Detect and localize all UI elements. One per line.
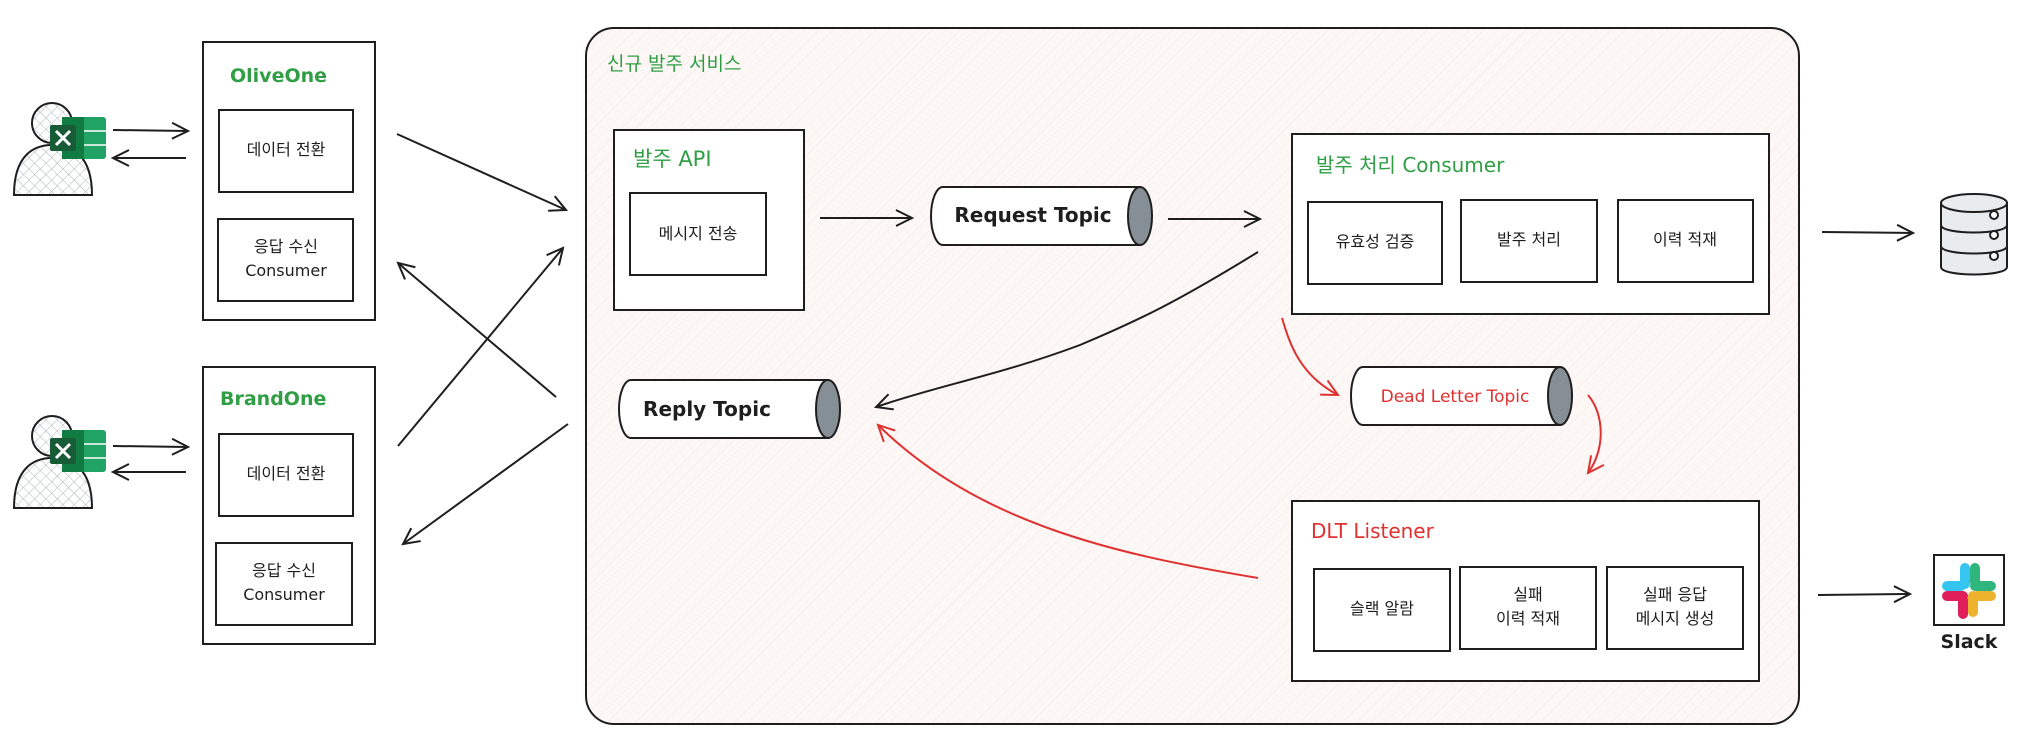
failure-history-step-box: 실패 이력 적재: [1459, 566, 1597, 650]
dlt-topic-to-listener-arrow: [1588, 394, 1601, 473]
client-title: BrandOne: [220, 388, 326, 410]
consumer-to-reply-arrow: [876, 251, 1259, 407]
dead-letter-topic-label: Dead Letter Topic: [1381, 387, 1530, 407]
dlt-to-slack-arrow: [1817, 594, 1910, 595]
consumer-to-dlt-arrow: [1281, 317, 1338, 395]
client-oliveone: OliveOne 데이터 전환 응답 수신 Consumer: [202, 41, 376, 321]
order-consumer-box: 발주 처리 Consumer 유효성 검증 발주 처리 이력 적재: [1291, 133, 1770, 315]
data-convert-label: 데이터 전환: [247, 140, 326, 159]
user-with-excel-icon: [12, 102, 106, 196]
user-client-arrows: [113, 130, 188, 472]
validation-step-box: 유효성 검증: [1307, 201, 1443, 285]
reply-consumer-line2: Consumer: [243, 585, 325, 604]
consumer-to-db-arrow: [1821, 232, 1913, 233]
order-api-title: 발주 API: [633, 147, 712, 171]
history-load-step-box: 이력 적재: [1617, 199, 1754, 283]
reply-consumer-line1: 응답 수신: [252, 561, 316, 580]
failure-reply-step-box: 실패 응답 메시지 생성: [1606, 566, 1744, 650]
step-label-line2: 메시지 생성: [1636, 609, 1715, 628]
request-topic: Request Topic: [930, 186, 1153, 246]
database-icon: [1940, 193, 2008, 276]
step-label: 이력 적재: [1653, 230, 1717, 249]
client-title: OliveOne: [230, 65, 327, 87]
reply-consumer-line1: 응답 수신: [254, 237, 318, 256]
step-label-line1: 실패: [1513, 585, 1542, 604]
reply-topic-label: Reply Topic: [643, 397, 771, 421]
request-topic-label: Request Topic: [954, 203, 1111, 227]
data-convert-box: 데이터 전환: [218, 433, 354, 517]
user-with-excel-icon: [12, 415, 106, 509]
reply-topic: Reply Topic: [618, 379, 841, 439]
step-label-line2: 이력 적재: [1496, 609, 1560, 628]
order-api-box: 발주 API 메시지 전송: [613, 129, 805, 311]
dead-letter-topic: Dead Letter Topic: [1350, 366, 1573, 426]
data-convert-label: 데이터 전환: [247, 464, 326, 483]
service-title: 신규 발주 서비스: [607, 53, 741, 75]
step-label-line1: 실패 응답: [1643, 585, 1707, 604]
slack-alarm-step-box: 슬랙 알람: [1313, 568, 1451, 652]
client-service-arrows: [397, 133, 569, 544]
send-message-box: 메시지 전송: [629, 192, 767, 276]
slack-label: Slack: [1941, 631, 1998, 653]
reply-consumer-box: 응답 수신 Consumer: [217, 218, 354, 302]
order-process-step-box: 발주 처리: [1460, 199, 1598, 283]
reply-consumer-line2: Consumer: [245, 261, 327, 280]
dlt-listener-title: DLT Listener: [1311, 519, 1435, 543]
slack-icon: [1933, 554, 2005, 626]
order-consumer-title: 발주 처리 Consumer: [1316, 153, 1505, 177]
data-convert-box: 데이터 전환: [218, 109, 354, 193]
step-label: 발주 처리: [1497, 230, 1561, 249]
step-label: 유효성 검증: [1336, 232, 1415, 251]
dlt-listener-box: DLT Listener 슬랙 알람 실패 이력 적재 실패 응답 메시지 생성: [1291, 500, 1760, 682]
reply-consumer-box: 응답 수신 Consumer: [215, 542, 353, 626]
send-message-label: 메시지 전송: [659, 224, 738, 243]
step-label-line1: 슬랙 알람: [1350, 599, 1414, 618]
dlt-to-reply-arrow: [878, 425, 1259, 579]
client-brandone: BrandOne 데이터 전환 응답 수신 Consumer: [202, 366, 376, 645]
